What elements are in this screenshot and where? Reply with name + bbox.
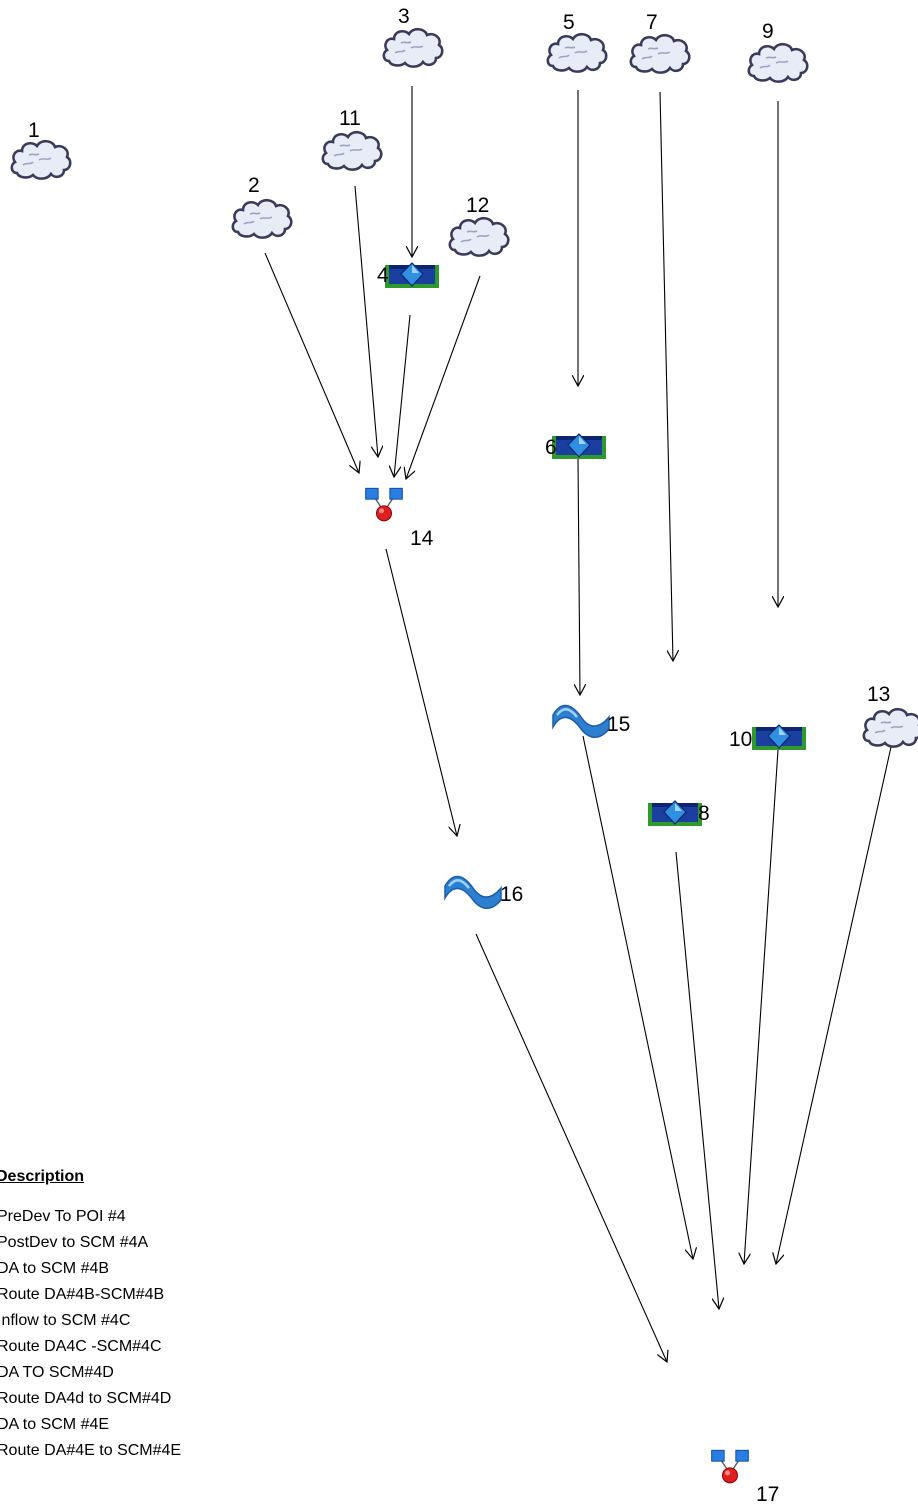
connector-16-to-17 [475, 933, 667, 1362]
legend-row-5: Inflow to SCM #4C [0, 1312, 131, 1329]
legend-row-1: PreDev To POI #4 [0, 1208, 126, 1225]
cloud-node-12-icon[interactable] [448, 216, 510, 257]
pond-node-4-icon[interactable] [385, 261, 439, 288]
node-label-13: 13 [867, 683, 891, 706]
legend-row-4: Route DA#4B-SCM#4B [0, 1286, 165, 1303]
legend: Description PreDev To POI #4 PostDev to … [0, 1168, 181, 1464]
cloud-node-13-icon[interactable] [862, 707, 918, 748]
connector-12-to-14 [406, 275, 481, 479]
connector-layer [264, 86, 894, 1362]
node-label-16: 16 [500, 883, 524, 906]
node-label-2: 2 [248, 174, 260, 197]
legend-row-9: DA to SCM #4E [0, 1416, 110, 1433]
cloud-node-3-icon[interactable] [382, 27, 444, 68]
legend-row-7: DA TO SCM#4D [0, 1364, 114, 1381]
node-label-7: 7 [646, 11, 658, 34]
legend-row-10: Route DA#4E to SCM#4E [0, 1442, 182, 1459]
legend-row-8: Route DA4d to SCM#4D [0, 1390, 172, 1407]
connector-6-to-15 [578, 457, 580, 695]
cloud-node-11-icon[interactable] [321, 130, 383, 171]
cloud-node-9-icon[interactable] [747, 42, 809, 83]
connector-13-to-17 [776, 737, 894, 1264]
reach-node-15-icon[interactable] [551, 704, 611, 739]
node-label-5: 5 [563, 11, 575, 34]
connector-7-to-8 [659, 91, 673, 661]
connector-10-to-17 [744, 749, 779, 1264]
cloud-node-1-icon[interactable] [10, 139, 72, 180]
connector-8-to-17 [675, 851, 719, 1309]
legend-row-3: DA to SCM #4B [0, 1260, 110, 1277]
node-label-6: 6 [545, 436, 557, 459]
cloud-node-7-icon[interactable] [629, 33, 691, 74]
node-label-17: 17 [756, 1483, 780, 1506]
reach-node-16-icon[interactable] [443, 875, 503, 910]
node-label-14: 14 [410, 527, 434, 550]
node-label-9: 9 [762, 20, 774, 43]
cloud-node-2-icon[interactable] [231, 198, 293, 239]
node-label-1: 1 [28, 119, 40, 142]
junction-node-17-icon[interactable] [710, 1449, 750, 1484]
legend-row-6: Route DA4C -SCM#4C [0, 1338, 162, 1355]
node-label-12: 12 [466, 194, 490, 217]
node-label-4: 4 [377, 264, 389, 287]
connector-14-to-16 [385, 548, 457, 836]
connector-2-to-14 [264, 252, 359, 473]
node-label-8: 8 [698, 802, 710, 825]
cloud-node-5-icon[interactable] [546, 32, 608, 73]
node-label-11: 11 [339, 107, 361, 130]
connector-15-to-17 [582, 735, 693, 1259]
connector-4-to-14 [394, 314, 411, 477]
node-label-10: 10 [729, 728, 753, 751]
pond-node-8-icon[interactable] [648, 799, 702, 826]
connector-11-to-14 [354, 185, 378, 457]
junction-node-14-icon[interactable] [364, 487, 404, 522]
node-label-15: 15 [607, 713, 631, 736]
node-label-3: 3 [398, 5, 410, 28]
legend-header: Description [0, 1168, 85, 1185]
pond-node-10-icon[interactable] [752, 723, 806, 750]
pond-node-6-icon[interactable] [552, 432, 606, 459]
legend-row-2: PostDev to SCM #4A [0, 1234, 149, 1251]
